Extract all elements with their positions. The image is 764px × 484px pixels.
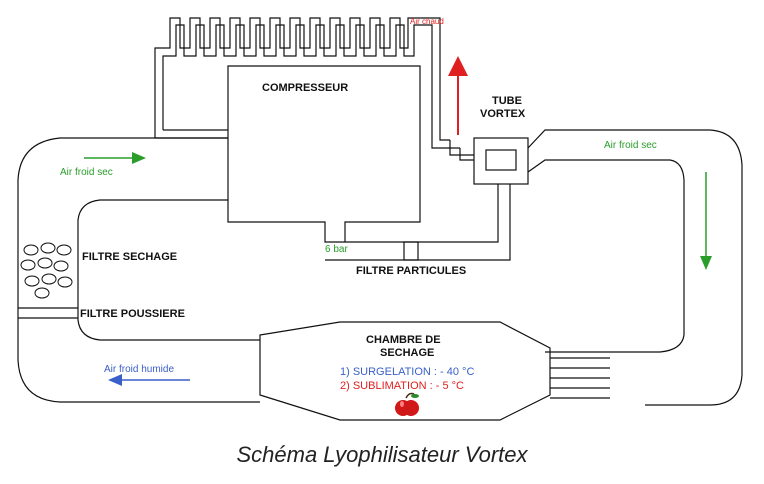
label-air-chaud: Air chaud	[410, 17, 444, 26]
label-air-froid-humide: Air froid humide	[104, 364, 174, 375]
filter-bead	[34, 287, 50, 299]
label-filtre-particules: FILTRE PARTICULES	[356, 265, 466, 277]
filter-bead	[41, 273, 57, 285]
apple-icon	[395, 392, 419, 416]
drying-filter-beads	[20, 242, 73, 299]
filter-bead	[37, 257, 53, 269]
left-duct-outer	[17, 137, 260, 403]
label-tube: TUBE	[492, 95, 522, 107]
filter-bead	[24, 275, 40, 287]
cold-air-duct-inner	[527, 159, 685, 353]
tube-vortex-body	[473, 137, 529, 185]
dry-air-arrow-left	[84, 152, 146, 164]
cold-air-duct-outer	[527, 129, 743, 406]
humid-air-arrow	[108, 374, 190, 386]
compressed-air-line-outer	[325, 184, 511, 261]
filter-bead	[57, 276, 73, 288]
filter-bead	[23, 244, 39, 256]
filter-bead	[53, 260, 69, 272]
vortex-hot-outlet	[449, 140, 474, 156]
filter-bead	[56, 244, 72, 256]
filter-bead	[20, 259, 36, 271]
diagram-caption: Schéma Lyophilisateur Vortex	[236, 442, 528, 467]
label-compresseur: COMPRESSEUR	[262, 82, 348, 94]
label-surgelation: 1) SURGELATION : - 40 °C	[340, 366, 474, 378]
label-sublimation: 2) SUBLIMATION : - 5 °C	[340, 380, 464, 392]
label-air-froid-sec-right: Air froid sec	[604, 140, 657, 151]
compressed-air-line-inner	[345, 184, 499, 243]
label-six-bar: 6 bar	[325, 244, 348, 255]
label-air-froid-sec-left: Air froid sec	[60, 167, 113, 178]
tube-vortex-core	[485, 149, 517, 171]
drying-chamber	[259, 321, 551, 421]
label-chambre: CHAMBRE DE	[366, 334, 441, 346]
heat-exchanger-coil-outer	[154, 17, 450, 141]
left-duct-inner	[77, 199, 260, 341]
dry-air-arrow-right	[700, 172, 712, 270]
label-filtre-sechage: FILTRE SECHAGE	[82, 251, 177, 263]
heat-exchanger-coil-inner	[162, 24, 460, 149]
vortex-hot-outlet-inner	[459, 148, 474, 161]
filter-bead	[40, 242, 56, 254]
particle-filter	[403, 241, 419, 261]
label-sechage: SECHAGE	[380, 347, 434, 359]
label-vortex: VORTEX	[480, 108, 526, 120]
label-filtre-poussiere: FILTRE POUSSIERE	[80, 308, 185, 320]
